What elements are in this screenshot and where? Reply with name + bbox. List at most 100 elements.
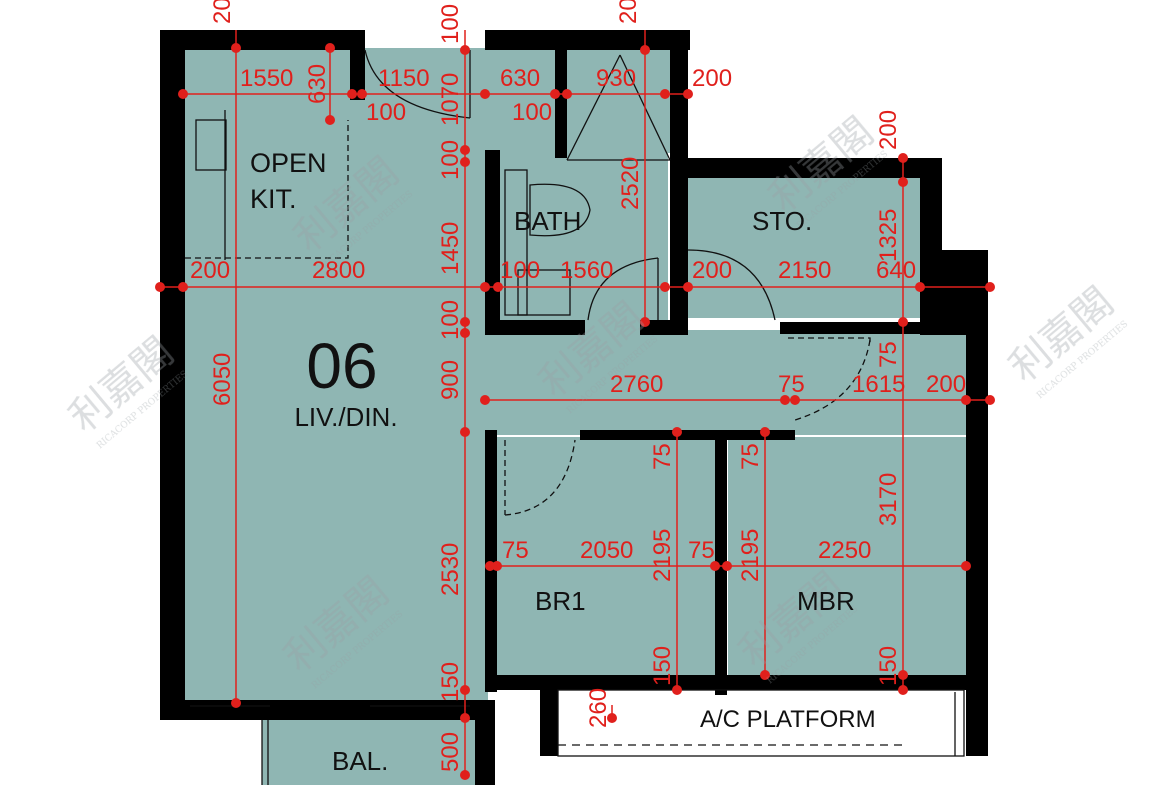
dim-v-6050: 6050 (209, 353, 236, 406)
floor-wc-top (485, 48, 560, 153)
floor-sto (686, 178, 921, 318)
wall-right (966, 320, 988, 756)
dim-100b: 100 (512, 99, 552, 126)
dim-v-3170: 3170 (875, 473, 902, 526)
dim-mid-100: 100 (500, 257, 540, 284)
shower-diag-1 (566, 54, 621, 161)
room-label-open-kit-1: OPEN (250, 148, 327, 178)
dim-100a: 100 (366, 99, 406, 126)
wall-bath-left (485, 150, 500, 335)
room-label-mbr: MBR (797, 586, 855, 616)
door-arc-br1 (504, 439, 576, 516)
door-arc-mbr (794, 339, 871, 421)
ac-frame (557, 689, 965, 757)
dim-1615: 1615 (852, 371, 905, 398)
dim-v-150-a: 150 (437, 662, 464, 702)
room-label-sto: STO. (752, 206, 812, 236)
floor-br1 (497, 437, 715, 675)
wall-bath-bottom (485, 320, 585, 335)
dim-75: 75 (778, 371, 805, 398)
dim-v-2195-b: 2195 (737, 529, 764, 582)
dimension-labels-vertical: 20 20 630 100 1070 100 1450 100 900 2530… (209, 0, 902, 772)
dim-v-100-top: 100 (437, 4, 464, 44)
dim-v-100-lower: 100 (437, 300, 464, 340)
floor-mbr (728, 437, 966, 675)
dim-2760: 2760 (610, 371, 663, 398)
toilet-cistern (504, 169, 528, 316)
dim-mid-200: 200 (190, 257, 230, 284)
wall-br-divider (715, 435, 727, 695)
dim-930: 930 (596, 65, 636, 92)
floor-liv-din (183, 48, 488, 703)
wall-left (160, 30, 185, 710)
dim-200-corr: 200 (926, 371, 966, 398)
dim-v-900: 900 (437, 360, 464, 400)
dim-v-150-b: 150 (649, 646, 676, 686)
floor-areas (183, 48, 970, 785)
dim-1150: 1150 (378, 65, 430, 92)
wall-bal-right (475, 700, 495, 785)
dim-v-75-r: 75 (875, 341, 902, 368)
floor-shower (567, 48, 671, 153)
dim-v-1450: 1450 (437, 222, 464, 275)
wall-br-top (580, 430, 795, 440)
room-label-liv-din: LIV./DIN. (294, 402, 397, 432)
dim-75-mid: 75 (688, 537, 715, 564)
wall-bottom-left (160, 700, 490, 720)
dim-2250: 2250 (818, 537, 871, 564)
kitchen-counter (185, 120, 349, 259)
dim-v-100-mid: 100 (437, 140, 464, 180)
floor-bath (500, 150, 668, 330)
room-label-ac-platform: A/C PLATFORM (700, 706, 876, 733)
dim-v-75-mbr: 75 (737, 443, 764, 470)
dim-v-2195-a: 2195 (649, 529, 676, 582)
floor-corridor (485, 330, 970, 435)
wall-open-kit-divider (350, 30, 365, 100)
wall-shower-right (670, 30, 688, 330)
dim-630b: 630 (500, 65, 540, 92)
door-arc-entry (364, 49, 471, 119)
basin (517, 269, 571, 316)
room-label-open-kit-2: KIT. (250, 184, 297, 214)
toilet-bowl (529, 183, 591, 237)
wall-br-top-left (485, 430, 497, 692)
dim-mid-640: 640 (876, 257, 916, 284)
dim-200r: 200 (692, 65, 732, 92)
dim-v-260: 260 (585, 688, 612, 728)
dim-v-500: 500 (437, 732, 464, 772)
floor-bal (262, 718, 482, 785)
dim-v-2520: 2520 (617, 157, 644, 210)
room-labels: 06 LIV./DIN. OPEN KIT. BATH STO. BR1 MBR… (250, 148, 876, 776)
dim-75-br1: 75 (502, 537, 529, 564)
wall-bath-bottom-r (640, 320, 688, 335)
dimension-ticks (155, 43, 995, 780)
dim-mid-2150: 2150 (778, 257, 831, 284)
dim-v-1325: 1325 (875, 209, 902, 262)
wall-top-left (160, 30, 365, 50)
dimension-labels-horizontal: 1550 1150 100 630 100 930 200 200 2800 1… (190, 65, 966, 564)
door-arc-sto (687, 249, 776, 321)
dim-630a: 630 (304, 64, 331, 104)
wall-corridor-top-right (780, 322, 920, 334)
wall-br-bottom (485, 675, 980, 690)
door-leaf-mbr (788, 337, 871, 345)
dim-v-1070: 1070 (437, 73, 464, 126)
dim-top-edge-mid: 20 (615, 0, 642, 24)
dim-v-150-c: 150 (875, 646, 902, 686)
dim-mid-200b: 200 (692, 257, 732, 284)
dim-top-edge-left: 20 (209, 0, 236, 24)
dim-v-75-br1: 75 (649, 443, 676, 470)
walls (160, 30, 988, 785)
room-label-bal: BAL. (332, 746, 388, 776)
room-label-br1: BR1 (535, 586, 586, 616)
dim-2050: 2050 (580, 537, 633, 564)
dim-mid-1560: 1560 (560, 257, 613, 284)
dimension-lines (160, 30, 990, 775)
unit-number: 06 (306, 330, 377, 402)
kitchen-sink (195, 119, 227, 171)
dim-v-200-sto: 200 (875, 110, 902, 150)
wall-shower-left (555, 48, 567, 158)
dim-v-2530: 2530 (437, 543, 464, 596)
dim-mid-2800: 2800 (312, 257, 365, 284)
